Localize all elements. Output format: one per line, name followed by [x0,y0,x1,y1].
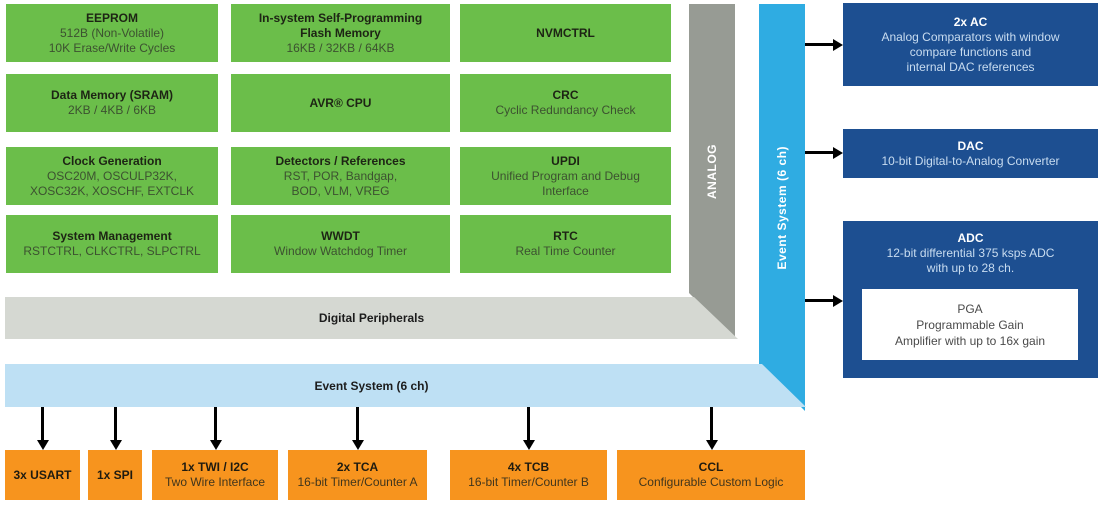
block-subtitle: RSTCTRL, CLKCTRL, SLPCTRL [23,244,201,258]
block-subtitle: 16-bit Timer/Counter A [297,475,418,489]
block-title: System Management [52,229,172,243]
block-eeprom: EEPROM 512B (Non-Volatile) 10K Erase/Wri… [6,4,218,62]
block-title: CCL [698,460,724,474]
block-title: 2x AC [953,15,988,29]
block-title: Data Memory (SRAM) [50,88,173,102]
block-pga: PGA Programmable Gain Amplifier with up … [862,289,1078,360]
block-subtitle: 12-bit differential 375 ksps ADC with up… [886,246,1055,275]
arrow-down-to-spi [114,407,117,440]
bar-digital-peripherals-label: Digital Peripherals [318,311,425,325]
block-ccl: CCL Configurable Custom Logic [617,450,805,500]
block-title: WWDT [321,229,360,243]
block-title: 3x USART [13,467,72,482]
block-detectors-references: Detectors / References RST, POR, Bandgap… [231,147,450,205]
block-subtitle: Unified Program and Debug Interface [491,168,640,198]
bar-event-system-vertical: Event System (6 ch) [759,4,805,411]
block-title: ADC [957,231,984,245]
block-title: Clock Generation [62,153,162,168]
block-dac: DAC 10-bit Digital-to-Analog Converter [843,129,1098,178]
arrow-right-to-adc [805,299,833,302]
block-title: 4x TCB [507,460,550,474]
bar-digital-peripherals: Digital Peripherals [5,297,738,339]
block-3x-usart: 3x USART [5,450,80,500]
bar-analog-label: ANALOG [705,144,719,199]
block-subtitle: 10-bit Digital-to-Analog Converter [881,154,1060,168]
block-title: NVMCTRL [536,25,595,40]
block-twi-i2c: 1x TWI / I2C Two Wire Interface [152,450,278,500]
block-nvmctrl: NVMCTRL [460,4,671,62]
block-subtitle: Cyclic Redundancy Check [495,103,636,117]
block-pga-text: PGA Programmable Gain Amplifier with up … [894,301,1046,348]
block-title: EEPROM [85,10,138,25]
block-title: 2x TCA [336,460,379,474]
block-sram: Data Memory (SRAM) 2KB / 4KB / 6KB [6,74,218,132]
block-title: 1x TWI / I2C [181,460,249,474]
block-title: 1x SPI [96,467,134,482]
arrow-down-to-tcb [527,407,530,440]
block-subtitle: Window Watchdog Timer [274,244,407,258]
block-subtitle: OSC20M, OSCULP32K, XOSC32K, XOSCHF, EXTC… [29,168,195,198]
arrow-down-to-twi [214,407,217,440]
block-subtitle: 16-bit Timer/Counter B [468,475,589,489]
block-subtitle: RST, POR, Bandgap, BOD, VLM, VREG [283,168,398,198]
block-title: Detectors / References [275,153,406,168]
block-adc: ADC 12-bit differential 375 ksps ADC wit… [843,221,1098,378]
block-crc: CRC Cyclic Redundancy Check [460,74,671,132]
block-1x-spi: 1x SPI [88,450,142,500]
bar-event-system-horizontal: Event System (6 ch) [5,364,806,407]
block-title: RTC [553,229,578,243]
block-title: UPDI [551,153,580,168]
block-subtitle: Configurable Custom Logic [638,475,784,489]
arrow-down-to-ccl [710,407,713,440]
block-subtitle: 512B (Non-Volatile) 10K Erase/Write Cycl… [48,25,176,55]
block-subtitle: 16KB / 32KB / 64KB [286,40,395,55]
block-clock-generation: Clock Generation OSC20M, OSCULP32K, XOSC… [6,147,218,205]
block-avr-cpu: AVR® CPU [231,74,450,132]
block-flash-memory: In-system Self-Programming Flash Memory … [231,4,450,62]
block-subtitle: Real Time Counter [515,244,616,258]
block-title: DAC [957,139,984,153]
bar-event-system-horizontal-label: Event System (6 ch) [314,378,429,393]
arrow-down-to-tca [356,407,359,440]
arrow-right-to-ac [805,43,833,46]
block-updi: UPDI Unified Program and Debug Interface [460,147,671,205]
block-system-management: System Management RSTCTRL, CLKCTRL, SLPC… [6,215,218,273]
block-title: CRC [552,88,579,102]
block-subtitle: Two Wire Interface [164,475,266,489]
block-2x-ac: 2x AC Analog Comparators with window com… [843,3,1098,86]
bar-event-system-vertical-label: Event System (6 ch) [775,145,789,270]
block-title: In-system Self-Programming Flash Memory [258,10,423,40]
block-title: AVR® CPU [309,95,372,110]
arrow-down-to-usart [41,407,44,440]
block-rtc: RTC Real Time Counter [460,215,671,273]
bar-analog: ANALOG [689,4,735,339]
block-subtitle: 2KB / 4KB / 6KB [67,103,157,117]
block-4x-tcb: 4x TCB 16-bit Timer/Counter B [450,450,607,500]
block-wwdt: WWDT Window Watchdog Timer [231,215,450,273]
block-2x-tca: 2x TCA 16-bit Timer/Counter A [288,450,427,500]
arrow-right-to-dac [805,151,833,154]
block-subtitle: Analog Comparators with window compare f… [881,30,1060,74]
